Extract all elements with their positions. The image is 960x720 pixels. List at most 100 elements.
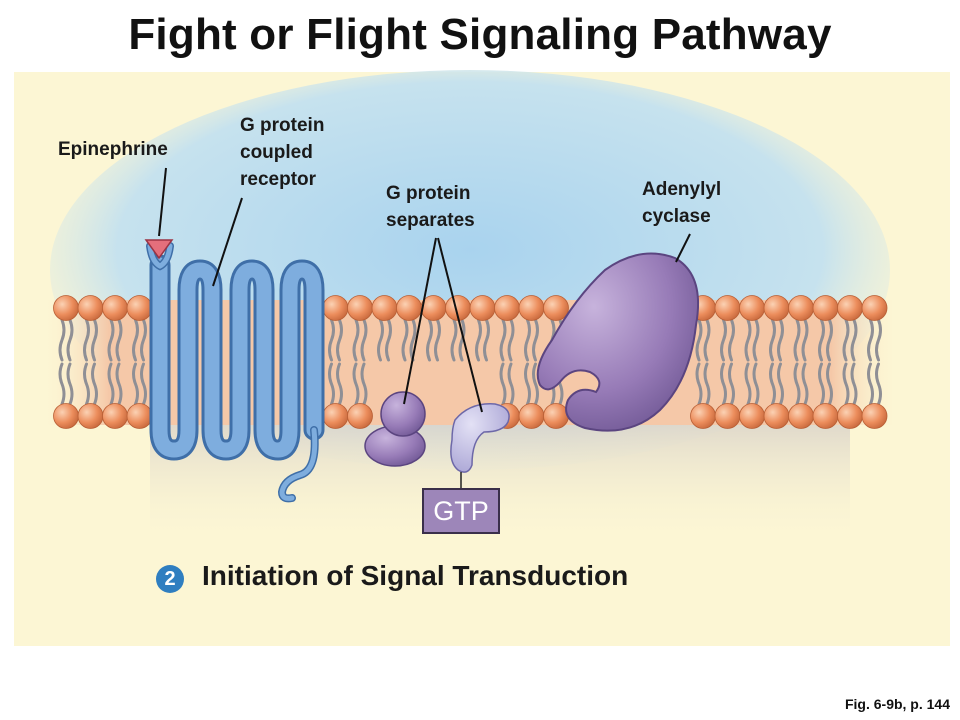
- lipid-tail: [58, 318, 66, 362]
- phospholipid-head: [739, 295, 765, 321]
- lipid-tail: [744, 318, 752, 362]
- lipid-tail: [818, 318, 825, 362]
- g-protein-label: G protein separates: [386, 183, 475, 231]
- phospholipid-head: [347, 295, 373, 321]
- page-title: Fight or Flight Signaling Pathway: [128, 10, 832, 59]
- lipid-tail: [826, 362, 833, 406]
- phospholipid-head: [812, 403, 839, 429]
- receptor-label: G protein coupled receptor: [240, 115, 325, 190]
- adenylyl-cyclase-label: Adenylyl cyclase: [642, 179, 722, 227]
- epinephrine-ligand: [144, 239, 174, 260]
- lipid-tail: [377, 318, 384, 362]
- lipid-tail: [752, 362, 760, 406]
- lipid-tail: [450, 318, 458, 362]
- phospholipid-head: [322, 295, 349, 321]
- lipid-tail: [793, 318, 801, 362]
- lipid-tail: [720, 362, 727, 406]
- lipid-tail: [352, 362, 360, 406]
- lipid-tail: [695, 362, 703, 406]
- phospholipid-head: [494, 295, 520, 321]
- lipid-tail: [483, 318, 490, 362]
- lipid-tail: [328, 318, 335, 362]
- adenylyl-pointer: [675, 233, 691, 263]
- figure-reference: Fig. 6-9b, p. 144: [844, 696, 950, 712]
- phospholipid-head: [469, 295, 496, 321]
- lipid-tail: [842, 318, 850, 362]
- phospholipid-head: [714, 403, 741, 429]
- lipid-tail: [703, 318, 711, 362]
- lipid-tail: [360, 362, 368, 406]
- phospholipid-head: [322, 403, 349, 429]
- lipid-tail: [875, 362, 882, 406]
- lipid-tail: [66, 362, 74, 406]
- lipid-tail: [107, 318, 115, 362]
- lipid-tail: [475, 318, 482, 362]
- lipid-tail: [426, 318, 433, 362]
- phospholipid-head: [77, 403, 104, 429]
- phospholipid-head: [837, 403, 863, 429]
- lipid-tail: [360, 318, 368, 362]
- lipid-tail: [801, 362, 809, 406]
- lipid-tail: [132, 362, 139, 406]
- lipid-tail: [91, 318, 98, 362]
- phospholipid-head: [102, 403, 128, 429]
- lipid-tail: [801, 318, 809, 362]
- g-protein-pointer-1: [403, 237, 437, 405]
- adenylyl-cyclase: [536, 252, 700, 432]
- lipid-tail: [875, 318, 882, 362]
- phospholipid-head: [543, 403, 569, 429]
- phospholipid-head: [788, 403, 814, 429]
- phospholipid-head: [347, 403, 373, 429]
- phospholipid-head: [690, 403, 716, 429]
- lipid-tail: [336, 362, 343, 406]
- lipid-tail: [83, 362, 90, 406]
- lipid-tail: [458, 318, 466, 362]
- lipid-tail: [58, 362, 66, 406]
- phospholipid-head: [518, 403, 545, 429]
- phospholipid-head: [861, 295, 888, 321]
- lipid-tail: [91, 362, 98, 406]
- phospholipid-head: [812, 295, 839, 321]
- lipid-tail: [818, 362, 825, 406]
- lipid-tail: [777, 318, 784, 362]
- lipid-tails: [58, 318, 882, 406]
- phospholipid-head: [837, 295, 863, 321]
- gtp-box: GTP: [422, 488, 500, 534]
- g-protein-pointer-2: [437, 237, 483, 413]
- lipid-tail: [507, 318, 515, 362]
- phospholipid-head: [861, 403, 888, 429]
- phospholipid-head: [763, 295, 790, 321]
- lipid-tail: [777, 362, 784, 406]
- phospholipid-head: [53, 403, 79, 429]
- lipid-tail: [867, 362, 874, 406]
- lipid-tail: [752, 318, 760, 362]
- phospholipid-head: [543, 295, 569, 321]
- phospholipid-head: [714, 295, 741, 321]
- lipid-tail: [140, 362, 147, 406]
- lipid-tail: [532, 318, 539, 362]
- lipid-tail: [66, 318, 74, 362]
- lipid-tail: [826, 318, 833, 362]
- lipid-tail: [728, 318, 735, 362]
- phospholipid-head: [788, 295, 814, 321]
- phospholipid-head: [396, 295, 422, 321]
- phospholipid-heads: [53, 295, 888, 429]
- receptor-pointer: [212, 197, 243, 287]
- step-number-badge: 2: [156, 565, 184, 593]
- lipid-tail: [140, 318, 147, 362]
- lipid-tail: [107, 362, 115, 406]
- lipid-tail: [499, 362, 507, 406]
- phospholipid-head: [126, 295, 153, 321]
- epinephrine-label: Epinephrine: [58, 139, 168, 160]
- lipid-tail: [728, 362, 735, 406]
- lipid-tail: [336, 318, 343, 362]
- lipid-tail: [720, 318, 727, 362]
- epinephrine-pointer: [158, 167, 167, 237]
- lipid-tail: [115, 362, 123, 406]
- phospholipid-head: [126, 403, 153, 429]
- lipid-tail: [850, 318, 858, 362]
- lipid-tail: [352, 318, 360, 362]
- lipid-tail: [532, 362, 539, 406]
- lipid-tail: [385, 318, 392, 362]
